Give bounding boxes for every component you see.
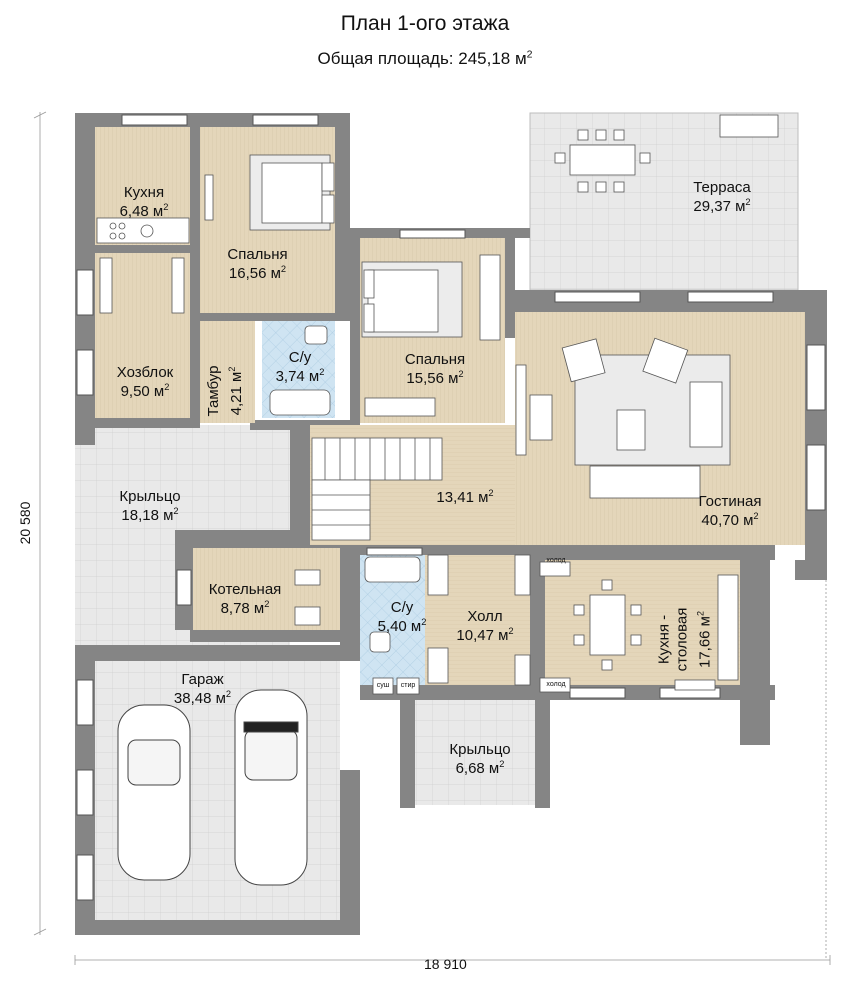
room-name: Крыльцо bbox=[449, 741, 511, 758]
kitchen-small-label: Кухня 6,48 м2 bbox=[104, 183, 184, 221]
area-sup: 2 bbox=[225, 689, 232, 699]
room-name: Котельная bbox=[208, 581, 282, 598]
height-dimension: 20 580 bbox=[17, 501, 33, 545]
area-sup: 2 bbox=[227, 366, 237, 372]
room-area: 13,41 м bbox=[436, 489, 489, 506]
room-area: 9,50 м bbox=[120, 383, 165, 400]
area-sup: 2 bbox=[421, 617, 427, 627]
plan-title: План 1-ого этажа bbox=[340, 12, 510, 35]
room-name: Холл bbox=[467, 608, 503, 625]
room-area: 5,40 м bbox=[377, 618, 422, 635]
room-name: Гостиная bbox=[698, 493, 762, 510]
fridge-label-bottom: холод bbox=[546, 681, 566, 688]
room-name: С/у bbox=[390, 599, 414, 616]
area-sup: 2 bbox=[745, 197, 751, 207]
plan-subtitle: Общая площадь: 245,18 м2 bbox=[0, 49, 850, 69]
vestibule-floor bbox=[200, 321, 255, 423]
room-area: 8,78 м bbox=[220, 600, 265, 617]
area-sup: 2 bbox=[508, 626, 514, 636]
room-area: 6,68 м bbox=[455, 760, 500, 777]
area-sup: 2 bbox=[753, 511, 759, 521]
room-name: Спальня bbox=[404, 351, 466, 368]
area-sup: 2 bbox=[319, 367, 325, 377]
area-sup: 2 bbox=[163, 202, 169, 212]
room-name: Терраса bbox=[693, 179, 751, 196]
room-area: 29,37 м bbox=[693, 198, 746, 215]
utility-cabinets bbox=[99, 257, 185, 314]
room-name: Хозблок bbox=[116, 364, 174, 381]
room-name: Крыльцо bbox=[119, 488, 181, 505]
area-sup: 2 bbox=[280, 264, 287, 274]
area-sup: 2 bbox=[458, 369, 464, 379]
room-area: 18,18 м bbox=[121, 507, 174, 524]
room-area: 38,48 м bbox=[173, 690, 226, 707]
room-area: 10,47 м bbox=[456, 627, 509, 644]
bath-1-fixtures bbox=[269, 325, 331, 416]
room-area: 17,66 м bbox=[696, 616, 714, 669]
area-sup: 2 bbox=[499, 759, 505, 769]
dryer-label: суш bbox=[376, 682, 390, 689]
area-sup: 2 bbox=[173, 506, 179, 516]
room-name: Кухня - столовая bbox=[655, 607, 691, 672]
room-area: 40,70 м bbox=[701, 512, 754, 529]
room-name: С/у bbox=[288, 349, 312, 366]
stair-hall-label: 13,41 м2 bbox=[420, 488, 510, 507]
total-area-text: Общая площадь: 245,18 м bbox=[317, 49, 527, 68]
porch-2-label: Крыльцо 6,68 м2 bbox=[430, 740, 530, 778]
room-name: Кухня bbox=[123, 184, 165, 201]
terrace-furniture bbox=[554, 114, 779, 193]
room-area: 6,48 м bbox=[119, 203, 164, 220]
room-area: 15,56 м bbox=[406, 370, 459, 387]
terrace-label: Терраса 29,37 м2 bbox=[672, 178, 772, 216]
total-area-sup: 2 bbox=[526, 48, 533, 61]
room-name: Гараж bbox=[181, 671, 224, 688]
room-area: 4,21 м bbox=[228, 371, 245, 416]
staircase bbox=[311, 437, 443, 541]
porch-2-floor bbox=[415, 700, 535, 805]
terrace-floor bbox=[529, 112, 799, 291]
vestibule-label: Тамбур 4,21 м2 bbox=[204, 346, 246, 436]
hall-label: Холл 10,47 м2 bbox=[440, 607, 530, 645]
bedroom-2-label: Спальня 15,56 м2 bbox=[385, 350, 485, 388]
bath-2-fixtures bbox=[364, 556, 421, 695]
room-name: Спальня bbox=[227, 246, 288, 263]
area-sup: 2 bbox=[264, 599, 270, 609]
kitchen-dining-furniture bbox=[539, 561, 739, 693]
area-sup: 2 bbox=[695, 610, 706, 616]
room-area: 16,56 м bbox=[228, 265, 281, 282]
room-area: 3,74 м bbox=[275, 368, 320, 385]
cars bbox=[117, 689, 308, 886]
bed-1 bbox=[204, 154, 335, 231]
bath-2-label: С/у 5,40 м2 bbox=[364, 598, 440, 636]
washer-label: стир bbox=[400, 682, 416, 689]
porch-1-label: Крыльцо 18,18 м2 bbox=[100, 487, 200, 525]
kitchen-dining-label: Кухня - столовая 17,66 м2 bbox=[656, 585, 715, 695]
area-sup: 2 bbox=[164, 382, 170, 392]
kitchen-dining-floor bbox=[545, 560, 740, 685]
living-furniture bbox=[515, 337, 731, 499]
room-name: Тамбур bbox=[205, 365, 222, 417]
living-label: Гостиная 40,70 м2 bbox=[680, 492, 780, 530]
bed-2 bbox=[361, 254, 501, 417]
utility-label: Хозблок 9,50 м2 bbox=[102, 363, 188, 401]
fridge-label-top: холод bbox=[546, 557, 566, 564]
garage-label: Гараж 38,48 м2 bbox=[155, 670, 250, 708]
width-dimension: 18 910 bbox=[424, 956, 467, 972]
bedroom-1-label: Спальня 16,56 м2 bbox=[210, 245, 305, 283]
boiler-label: Котельная 8,78 м2 bbox=[195, 580, 295, 618]
dimension-lines bbox=[33, 111, 831, 965]
boiler-fixtures bbox=[294, 569, 321, 626]
hall-wardrobes bbox=[427, 554, 531, 686]
bath-1-label: С/у 3,74 м2 bbox=[262, 348, 338, 386]
area-sup: 2 bbox=[488, 488, 494, 498]
kitchen-small-counter bbox=[96, 217, 190, 244]
windows bbox=[76, 114, 826, 901]
